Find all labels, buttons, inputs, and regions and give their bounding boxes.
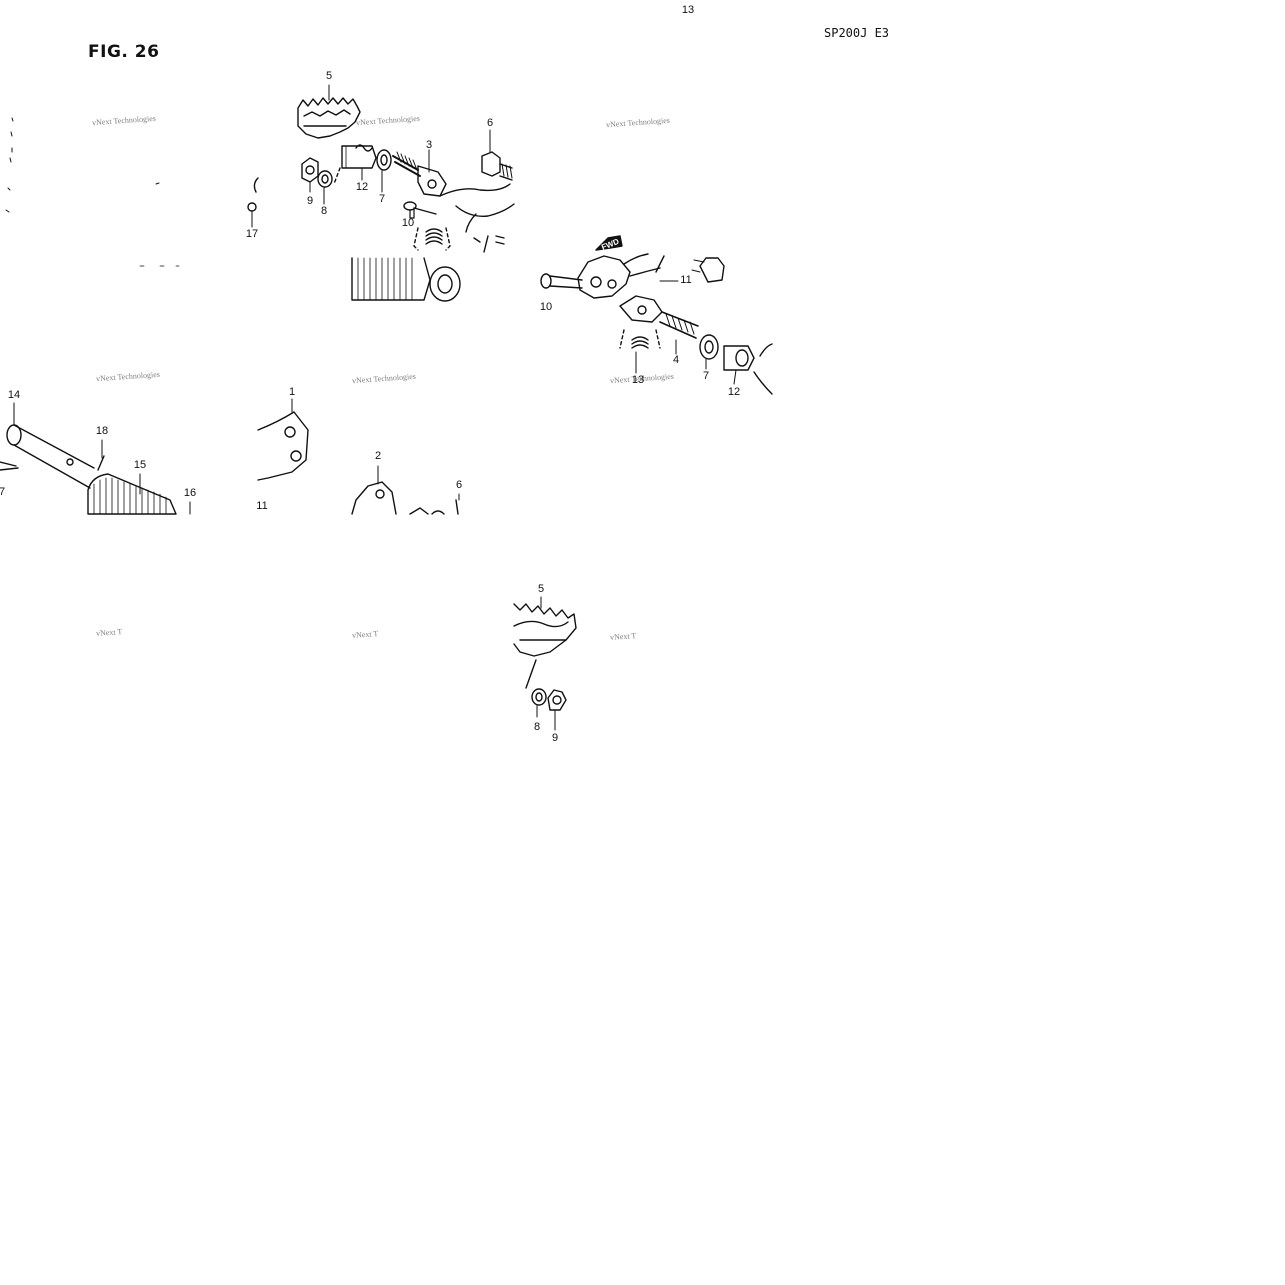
bracket-1 [257,411,309,481]
callout-leaders [13,84,737,731]
peg-pin-14 [6,424,95,489]
watermark: vNext T [609,631,637,642]
rubber-grip-15 [87,473,177,515]
callout-13: 13 [631,374,645,386]
washer-7-right [699,334,719,360]
callout-18: 18 [95,425,109,437]
callout-9: 9 [551,732,559,744]
fwd-arrow [595,235,623,251]
rubber-grip-bottom [351,257,431,301]
callout-12: 12 [727,386,741,398]
callout-5: 5 [325,70,333,82]
cotter-pin-18 [97,455,105,471]
nut-9-top [301,157,319,183]
part-17-top [247,177,259,212]
callout-7: 7 [378,193,386,205]
mount-bolt-right [691,257,725,283]
callout-3: 3 [425,139,433,151]
callout-8: 8 [320,205,328,217]
callout-13-top: 13 [681,4,695,16]
footrest-peg-lower [513,603,577,657]
washer-8-lower [531,688,547,706]
peg-bushing-right [723,345,755,371]
lower-peg-leader [525,659,537,689]
callout-10: 10 [401,217,415,229]
washer-7-top [376,149,392,171]
peg-dashed-leader [333,167,341,185]
spring-13-right [619,329,661,349]
fwd-label: FWD [600,237,620,252]
callout-6: 6 [455,479,463,491]
callout-9: 9 [306,195,314,207]
clevis-pin-10-right [540,273,583,289]
callout-11: 11 [680,274,692,286]
callout-8: 8 [533,721,541,733]
clevis-pin-10-top [403,201,437,219]
callout-10: 10 [539,301,553,313]
peg-bushing-left [341,145,377,169]
washer-8-top [317,170,333,188]
mount-bolt-6-top [481,151,513,181]
peg-pivot-spring [355,144,373,152]
spring-13-top [413,227,451,251]
callout-1: 1 [288,386,296,398]
cotter-pin-11-right [655,255,665,273]
footrest-bracket-right [577,253,661,299]
figure-title: FIG. 26 [88,42,160,62]
footrest-peg-right-edge [753,343,773,395]
bracket-2 [351,481,459,515]
edge-specks [5,117,180,267]
footrest-bracket-top [439,183,515,233]
callout-6: 6 [486,117,494,129]
cotter-pin-11-top [473,235,505,253]
footrest-peg-left [297,97,361,139]
callout-16: 16 [183,487,197,499]
model-code: SP200J E3 [824,26,890,40]
cotter-pin-17 [0,461,19,471]
callout-2: 2 [374,450,382,462]
footrest-bolt-3 [392,151,447,197]
callout-15: 15 [133,459,147,471]
callout-14: 14 [7,389,21,401]
callout-7: 7 [0,486,6,498]
callout-11: 11 [256,500,268,512]
footrest-bolt-4 [619,295,699,339]
watermark: vNext T [351,629,379,640]
callout-7: 7 [702,370,710,382]
callout-4: 4 [672,354,680,366]
callout-5: 5 [537,583,545,595]
nut-9-lower [547,689,567,711]
watermark: vNext T [95,627,123,638]
callout-12: 12 [355,181,369,193]
callout-17: 17 [245,228,259,240]
washer-large-bottom [429,266,461,302]
